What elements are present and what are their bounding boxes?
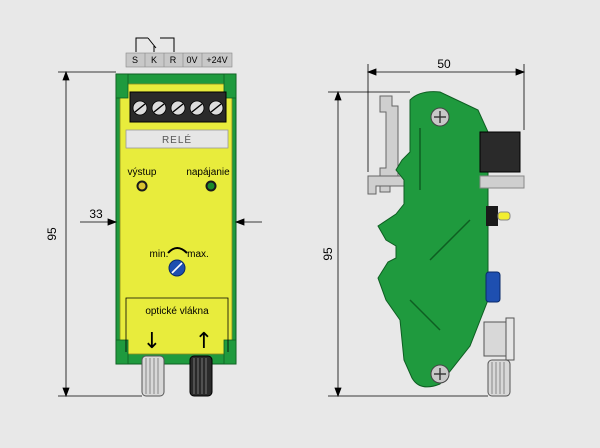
front-height-dimension — [58, 70, 142, 398]
front-width-value: 33 — [89, 207, 103, 221]
screw-terminal-block — [129, 91, 227, 123]
fiber-area: optické vlákna ↓ ↑ — [125, 297, 229, 354]
side-housing-details — [409, 128, 471, 331]
side-depth-value: 50 — [437, 57, 451, 71]
front-width-dimension — [80, 218, 262, 226]
side-housing — [377, 91, 489, 388]
side-height-dimension — [328, 90, 488, 398]
min-label: min. — [150, 249, 169, 260]
side-fiber-connector — [483, 317, 515, 397]
terminal-s-label: S — [132, 55, 138, 65]
side-terminal-block — [479, 131, 521, 173]
rotation-arc — [167, 247, 188, 254]
max-label: max. — [187, 249, 209, 260]
output-led — [136, 180, 148, 192]
sensitivity-knob-icon — [168, 259, 186, 277]
fiber-in-arrow-icon: ↓ — [143, 329, 161, 354]
side-depth-dimension — [366, 64, 526, 172]
terminal-24v-label: +24V — [206, 55, 227, 65]
fiber-out-arrow-icon: ↑ — [195, 329, 213, 354]
side-knob-icon — [485, 271, 501, 303]
side-height-value: 95 — [321, 247, 335, 261]
relay-label-plate: RELÉ — [125, 129, 229, 149]
terminal-label-strip: S K R 0V +24V — [125, 52, 233, 68]
fiber-label: optické vlákna — [145, 306, 209, 317]
fiber-connector-left — [141, 355, 165, 397]
bottom-screw-icon — [430, 364, 450, 384]
power-label: napájanie — [186, 167, 230, 178]
side-led-icon — [486, 206, 511, 226]
fiber-connector-right — [189, 355, 213, 397]
side-view: 50 95 — [321, 57, 526, 398]
front-view: S K R 0V +24V — [45, 37, 262, 398]
relay-contact-symbol — [135, 37, 175, 52]
power-led — [205, 180, 217, 192]
front-height-value: 95 — [45, 227, 59, 241]
terminal-0v-label: 0V — [186, 55, 197, 65]
terminal-r-label: R — [170, 55, 177, 65]
terminal-k-label: K — [151, 55, 157, 65]
output-label: výstup — [128, 167, 157, 178]
relay-label: RELÉ — [162, 133, 192, 146]
top-screw-icon — [430, 107, 450, 127]
side-label-strip — [479, 175, 525, 189]
